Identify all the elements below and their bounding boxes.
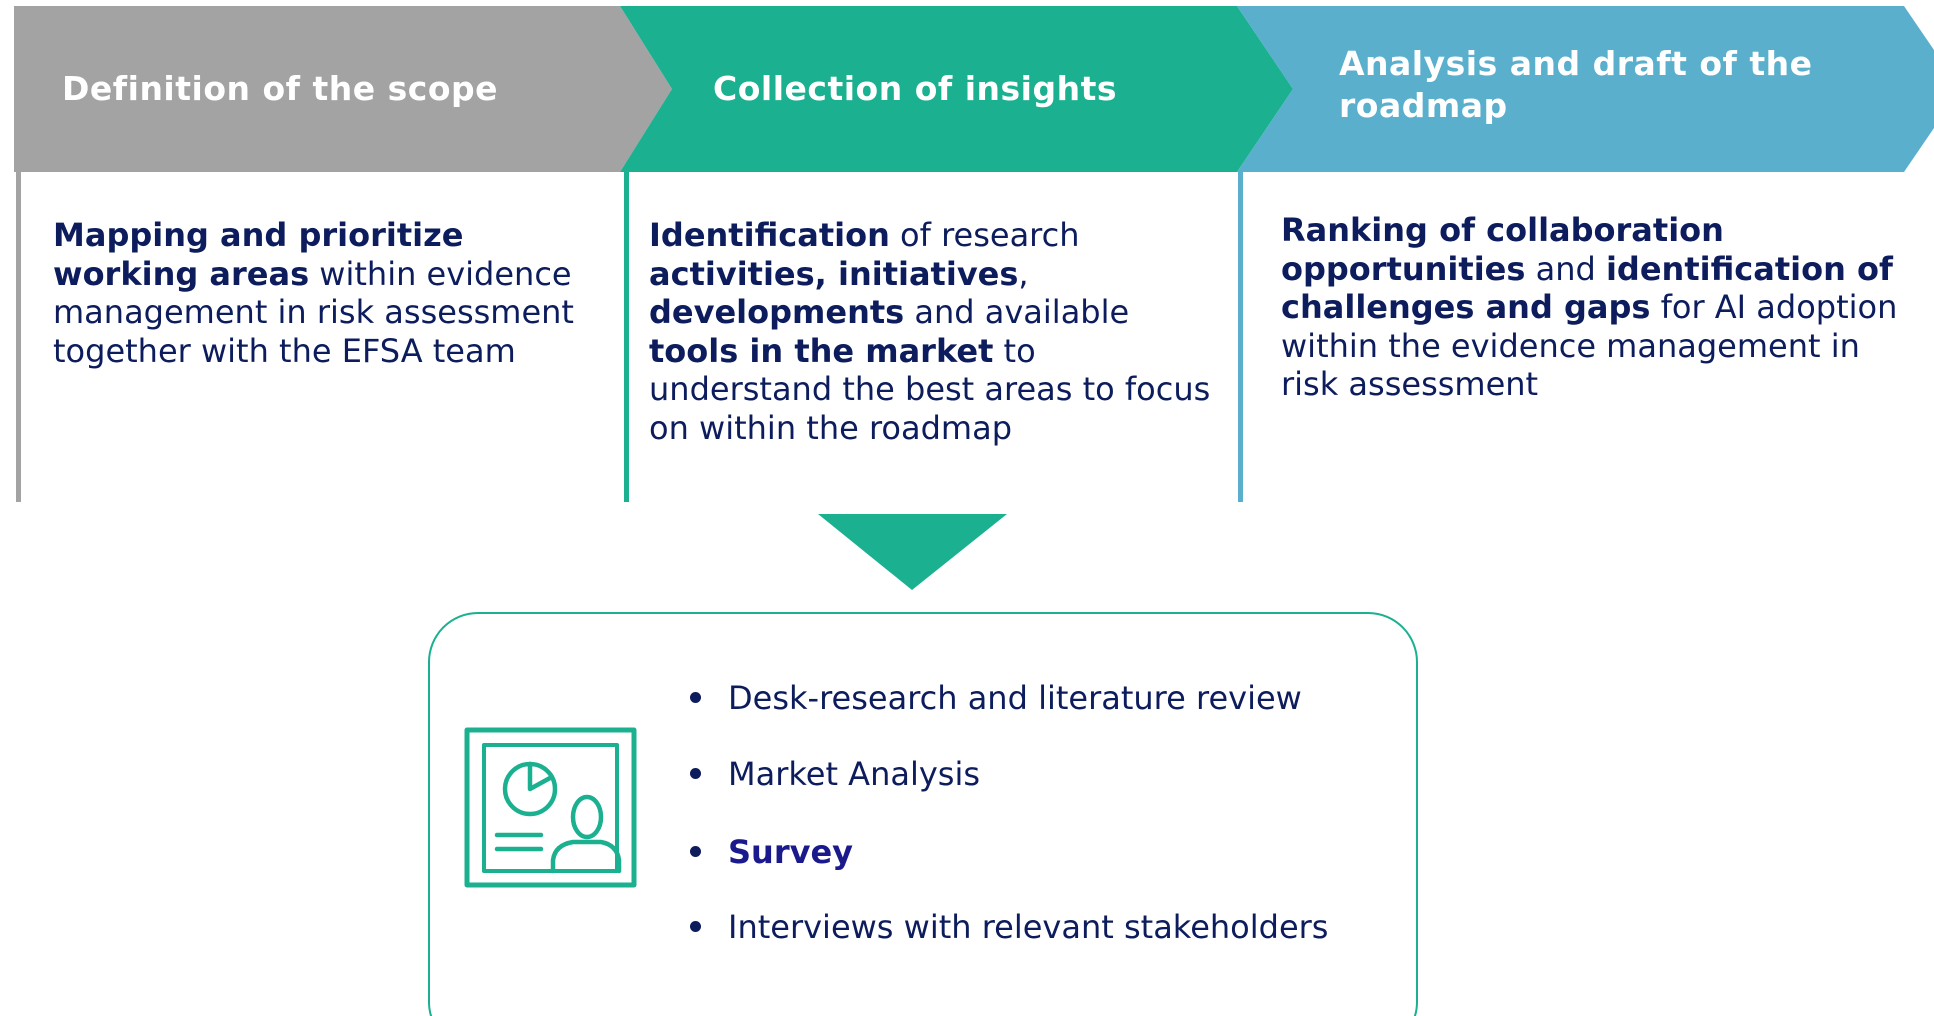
- phase-title-collection: Collection of insights: [713, 6, 1193, 172]
- method-item: Market Analysis: [690, 754, 980, 794]
- method-item: Desk-research and literature review: [690, 678, 1302, 718]
- method-label: Interviews with relevant stakeholders: [728, 908, 1329, 946]
- description-bold-text: Identification: [649, 216, 890, 254]
- bullet-icon: [690, 920, 701, 932]
- phase-description-analysis: Ranking of collaboration opportunities a…: [1281, 211, 1901, 404]
- description-bold-text: activities, initiatives: [649, 254, 1019, 293]
- column-line-collection: [624, 172, 629, 502]
- phase-description-collection: Identification of research activities, i…: [649, 216, 1219, 447]
- description-text: for AI adoption within the evidence mana…: [1281, 288, 1898, 403]
- method-item: Interviews with relevant stakeholders: [690, 907, 1328, 947]
- description-text: ,: [1018, 254, 1029, 293]
- phase-chevron-collection: [620, 6, 1293, 172]
- phase-description-definition: Mapping and prioritize working areas wit…: [53, 216, 598, 370]
- methods-box: [428, 612, 1418, 1016]
- description-bold-text: Mapping and prioritize working areas: [53, 216, 464, 293]
- description-text: and available: [904, 293, 1130, 331]
- phase-title-definition: Definition of the scope: [62, 6, 602, 172]
- phase-title-text: Collection of insights: [713, 69, 1118, 108]
- column-line-analysis: [1238, 172, 1243, 502]
- column-line-definition: [16, 172, 21, 502]
- description-bold-text: identification of challenges and gaps: [1281, 249, 1893, 327]
- phase-chevron-definition: [14, 6, 672, 172]
- description-text: of research: [889, 216, 1080, 254]
- description-text: within evidence management in risk asses…: [53, 254, 574, 370]
- bullet-icon: [690, 767, 701, 779]
- description-text: to understand the best areas to focus on…: [649, 331, 1211, 447]
- method-label: Survey: [728, 833, 854, 871]
- description-bold-text: developments: [649, 293, 905, 331]
- method-label: Market Analysis: [728, 755, 981, 793]
- phase-title-text: Definition of the scope: [62, 69, 499, 108]
- phase-title-analysis: Analysis and draft of the roadmap: [1339, 2, 1879, 168]
- method-item-highlighted: Survey: [690, 832, 853, 872]
- bullet-icon: [690, 845, 701, 857]
- down-triangle-icon: [818, 514, 1007, 590]
- phase-chevron-analysis: [1237, 6, 1934, 172]
- description-text: and: [1525, 249, 1606, 288]
- presentation-board-icon: [464, 727, 637, 888]
- description-bold-text: Ranking of collaboration opportunities: [1281, 211, 1724, 288]
- bullet-icon: [690, 691, 701, 703]
- phase-title-text: Analysis and draft of the roadmap: [1339, 44, 1813, 125]
- method-label: Desk-research and literature review: [728, 679, 1302, 717]
- description-bold-text: tools in the market: [649, 331, 994, 370]
